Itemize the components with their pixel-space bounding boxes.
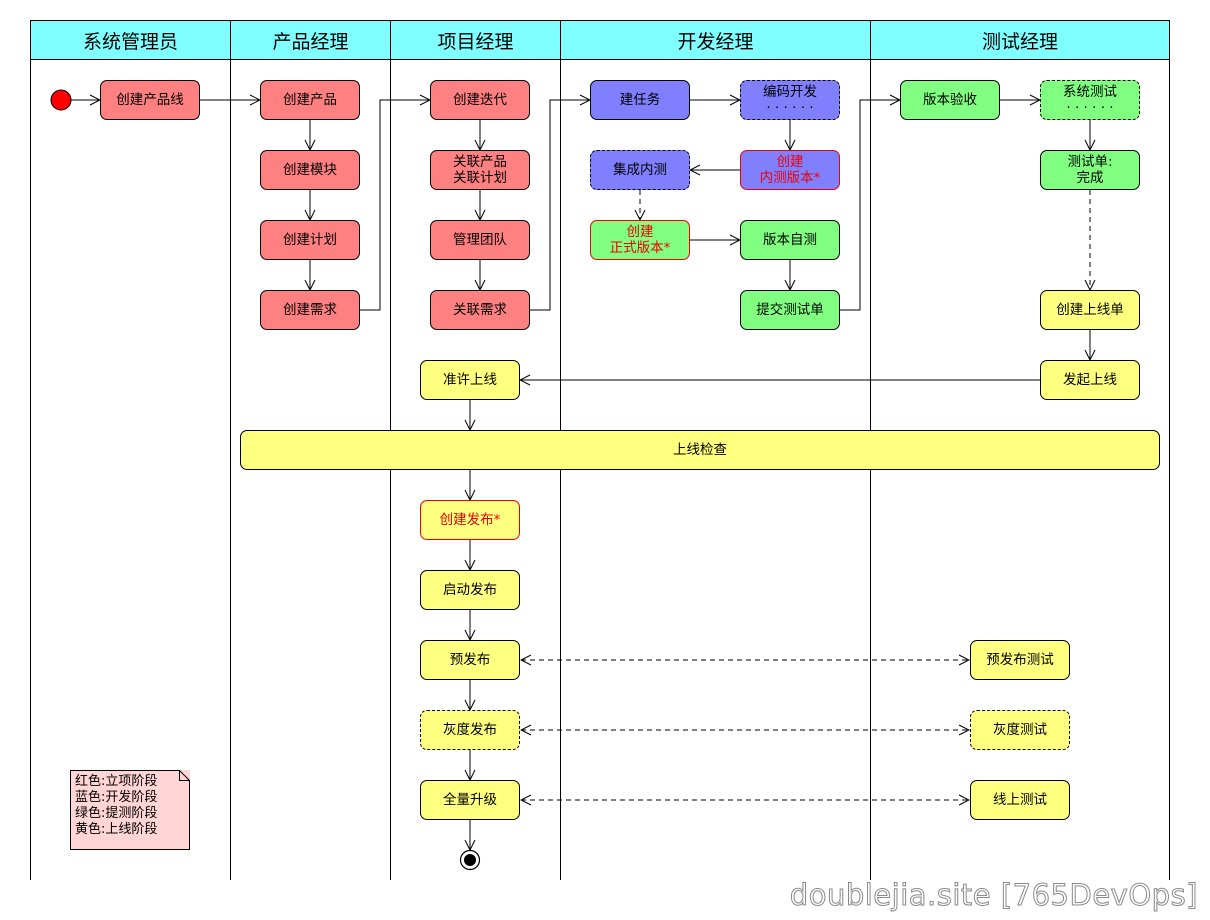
node-create-plan: 创建计划	[260, 220, 360, 260]
node-create-internal-version: 创建 内测版本*	[740, 150, 840, 190]
node-create-publish: 创建发布*	[420, 500, 520, 540]
lane-divider	[870, 60, 871, 880]
lane-header-project: 项目经理	[390, 20, 561, 60]
node-online-test: 线上测试	[970, 780, 1070, 820]
node-approve-release: 准许上线	[420, 360, 520, 400]
note-shape	[70, 770, 190, 850]
lane-header-test: 测试经理	[870, 20, 1170, 60]
node-create-product: 创建产品	[260, 80, 360, 120]
node-gray-test: 灰度测试	[970, 710, 1070, 750]
node-link-requirement: 关联需求	[430, 290, 530, 330]
watermark: doublejia.site [765DevOps]	[789, 878, 1198, 913]
lane-header-admin: 系统管理员	[30, 20, 231, 60]
node-gray-publish: 灰度发布	[420, 710, 520, 750]
lane-divider	[390, 60, 391, 880]
node-create-iteration: 创建迭代	[430, 80, 530, 120]
node-initiate-release: 发起上线	[1040, 360, 1140, 400]
lane-divider	[230, 60, 231, 880]
end-node-core	[464, 854, 476, 866]
lane-header-dev: 开发经理	[560, 20, 871, 60]
node-integration-test: 集成内测	[590, 150, 690, 190]
node-test-order-done: 测试单: 完成	[1040, 150, 1140, 190]
node-create-release-order: 创建上线单	[1040, 290, 1140, 330]
node-version-acceptance: 版本验收	[900, 80, 1000, 120]
legend-text: 红色:立项阶段 蓝色:开发阶段 绿色:提测阶段 黄色:上线阶段	[75, 774, 158, 837]
node-create-requirement: 创建需求	[260, 290, 360, 330]
node-create-official-version: 创建 正式版本*	[590, 220, 690, 260]
node-create-task: 建任务	[590, 80, 690, 120]
node-submit-test-order: 提交测试单	[740, 290, 840, 330]
start-node	[50, 89, 72, 111]
node-pre-publish: 预发布	[420, 640, 520, 680]
release-check-bar: 上线检查	[240, 430, 1160, 470]
node-full-upgrade: 全量升级	[420, 780, 520, 820]
lane-divider	[560, 60, 561, 880]
legend-note: 红色:立项阶段 蓝色:开发阶段 绿色:提测阶段 黄色:上线阶段	[70, 770, 190, 850]
node-start-publish: 启动发布	[420, 570, 520, 610]
lane-divider	[1169, 60, 1170, 880]
node-coding: 编码开发 · · · · · ·	[740, 80, 840, 120]
node-manage-team: 管理团队	[430, 220, 530, 260]
node-version-self-test: 版本自测	[740, 220, 840, 260]
lane-divider	[30, 60, 31, 880]
node-create-product-line: 创建产品线	[100, 80, 200, 120]
lane-header-product: 产品经理	[230, 20, 391, 60]
node-link-product-plan: 关联产品 关联计划	[430, 150, 530, 190]
node-system-test: 系统测试 · · · · · ·	[1040, 80, 1140, 120]
node-create-module: 创建模块	[260, 150, 360, 190]
node-pre-publish-test: 预发布测试	[970, 640, 1070, 680]
